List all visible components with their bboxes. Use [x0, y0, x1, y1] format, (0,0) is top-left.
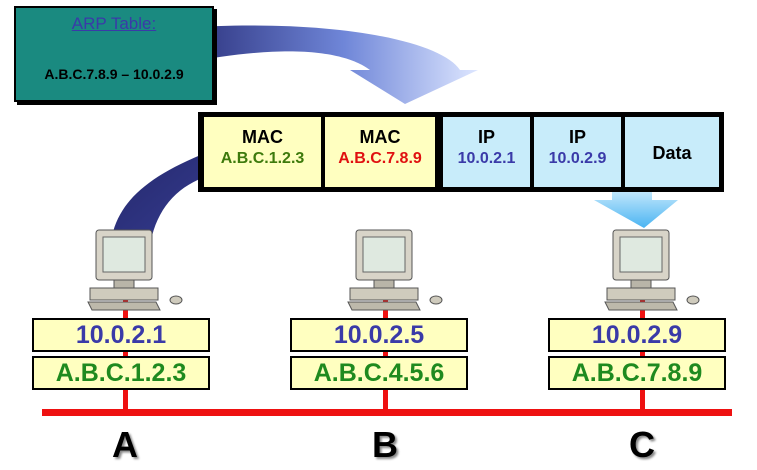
arp-lookup-arrow [180, 25, 478, 104]
host-b-mac: A.B.C.4.5.6 [290, 356, 468, 390]
computer-icon-b [347, 229, 443, 311]
field-label: MAC [242, 127, 283, 147]
host-a-ip: 10.0.2.1 [32, 318, 210, 352]
computer-icon-c [604, 229, 700, 311]
computer-icon-a [87, 229, 183, 311]
frame-source-mac: MAC A.B.C.1.2.3 [204, 117, 321, 187]
field-value: 10.0.2.1 [457, 150, 516, 167]
field-label: MAC [359, 127, 401, 147]
field-label: IP [477, 127, 495, 147]
network-bus [42, 409, 732, 416]
field-value: A.B.C.1.2.3 [220, 150, 305, 167]
field-value: 10.0.2.9 [548, 150, 607, 167]
field-label: Data [652, 143, 692, 163]
frame-source-ip: IP 10.0.2.1 [443, 117, 530, 187]
host-c-ip: 10.0.2.9 [548, 318, 726, 352]
delivery-arrow [594, 192, 678, 228]
frame-destination-mac: MAC A.B.C.7.8.9 [325, 117, 435, 187]
host-c-mac: A.B.C.7.8.9 [548, 356, 726, 390]
arp-table-title: ARP Table: [71, 14, 157, 33]
node-label-c: C [629, 424, 655, 465]
ethernet-frame: MAC A.B.C.1.2.3 MAC A.B.C.7.8.9 IP 10.0.… [198, 112, 724, 192]
field-value: A.B.C.7.8.9 [338, 150, 422, 167]
host-a-mac: A.B.C.1.2.3 [32, 356, 210, 390]
arp-table: ARP Table: A.B.C.7.8.9 – 10.0.2.9 [14, 6, 214, 102]
node-label-a: A [112, 424, 138, 465]
node-label-b: B [372, 424, 398, 465]
arp-table-entry: A.B.C.7.8.9 – 10.0.2.9 [44, 66, 184, 82]
host-b-ip: 10.0.2.5 [290, 318, 468, 352]
frame-data: Data [625, 117, 719, 187]
field-label: IP [568, 127, 586, 147]
frame-destination-ip: IP 10.0.2.9 [534, 117, 621, 187]
send-arrow [112, 152, 208, 236]
